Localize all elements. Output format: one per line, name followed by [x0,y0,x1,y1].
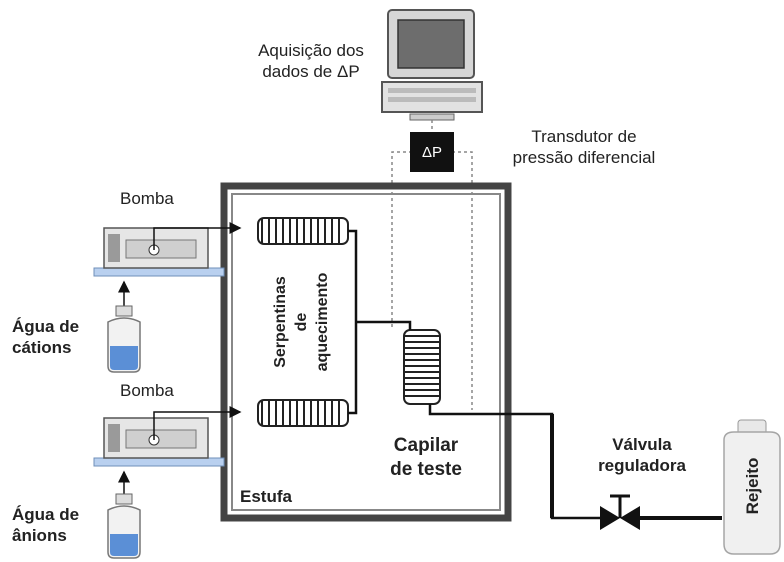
acquisition-label: Aquisição dos dados de ΔP [236,40,386,82]
heating-coils-line3: aquecimento [314,272,331,372]
valve-label-line1: Válvula [612,435,672,454]
test-capillary-label: Capilar de teste [376,434,476,482]
water-anions-label: Água de ânions [12,504,79,546]
water-cations-line1: Água de [12,317,80,336]
tubing [348,229,722,520]
water-anions-line1: Água de [12,505,80,524]
valve-label: Válvula reguladora [586,434,698,476]
acquisition-label-line2: dados de ΔP [262,62,360,81]
water-anions-line2: ânions [12,526,67,545]
oven-box [220,182,512,522]
bottle-icon [107,305,141,373]
oven-label: Estufa [240,487,292,506]
differential-pressure-transducer [410,132,454,172]
waste-label: Rejeito [743,457,762,515]
pump-bottom-label: Bomba [120,381,174,400]
bottle-icon [107,493,141,559]
waste-container-icon [723,419,781,555]
transducer-lines [391,120,473,410]
acquisition-label-line1: Aquisição dos [258,41,364,60]
heating-coils-line1: Serpentinas [272,276,289,368]
test-capillary-line1: Capilar [393,435,459,456]
valve-label-line2: reguladora [598,456,686,475]
pump-top-outlet [153,222,242,250]
capillary-coil [403,329,441,405]
heating-coils-line2: de [293,312,310,332]
transducer-label: Transdutor de pressão diferencial [492,126,676,168]
test-capillary-line2: de teste [390,459,462,480]
delta-p-label: ΔP [421,144,443,161]
water-cations-line2: cátions [12,338,72,357]
transducer-label-line1: Transdutor de [531,127,637,146]
valve-icon [600,494,640,530]
heating-coils-label: Serpentinas de aquecimento [270,262,333,382]
computer-icon [381,9,483,121]
pump-bottom-outlet [153,406,242,440]
pump-icon [93,227,225,277]
transducer-label-line2: pressão diferencial [512,148,656,167]
pump-icon [93,417,225,467]
water-cations-label: Água de cátions [12,316,79,358]
pump-top-label: Bomba [120,189,174,208]
